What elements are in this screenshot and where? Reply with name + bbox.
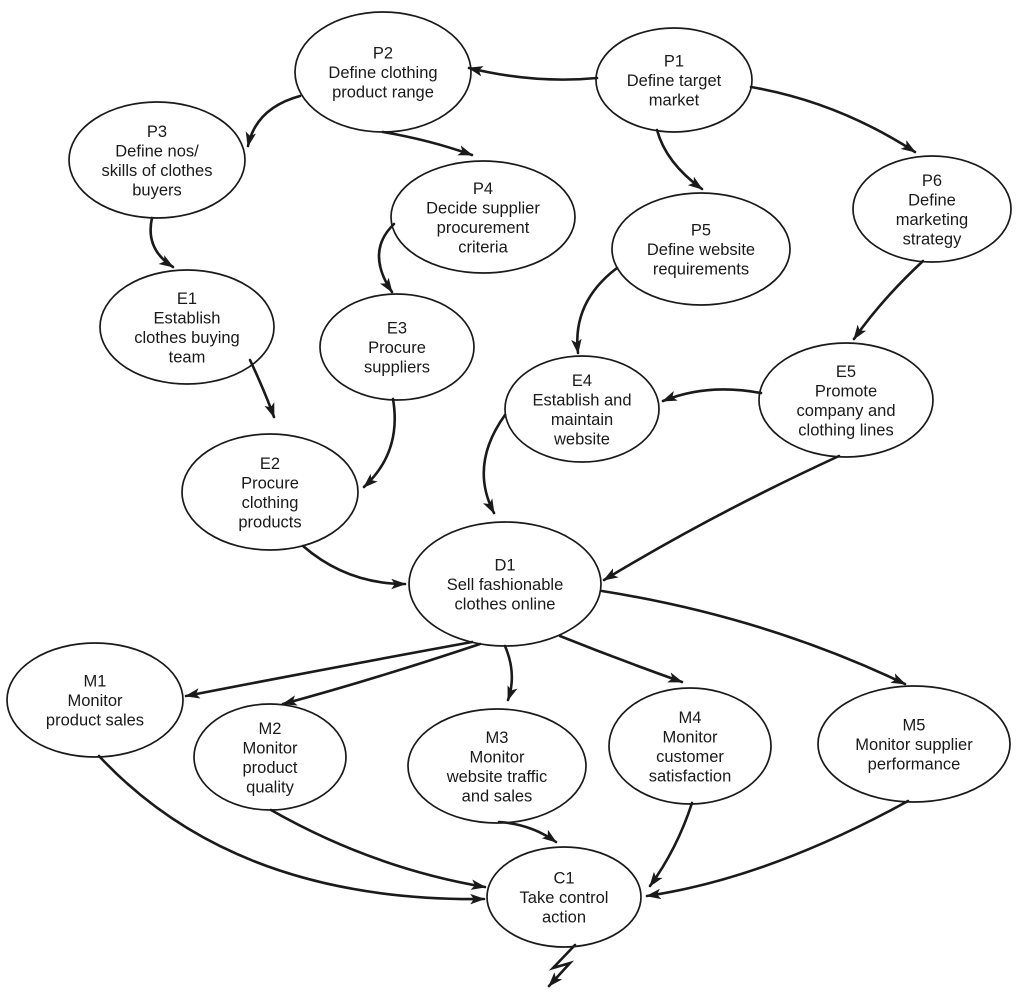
edge-E5-to-E4 (661, 388, 763, 403)
node-M3-ellipse (407, 708, 587, 824)
edge-D1-to-M1 (184, 640, 474, 699)
edge-P1-to-P6 (749, 85, 917, 154)
node-P3-ellipse (68, 101, 246, 219)
node-M1-ellipse (6, 642, 184, 758)
node-E1-ellipse (99, 269, 275, 385)
node-E5-ellipse (758, 342, 934, 458)
edge-M2-to-C1 (269, 808, 487, 890)
edge-E5-to-D1 (602, 454, 841, 582)
edge-D1-to-M3 (503, 644, 518, 702)
edge-E1-to-E2 (248, 358, 276, 419)
node-P6-ellipse (852, 155, 1012, 263)
edge-E2-to-D1 (301, 544, 407, 590)
edge-P2-to-P3 (245, 94, 302, 148)
node-M4-ellipse (608, 687, 772, 805)
edge-P3-to-E1 (149, 216, 175, 269)
edge-D1-to-M4 (558, 634, 684, 684)
edge-E4-to-D1 (482, 413, 507, 515)
node-P4-ellipse (390, 160, 576, 274)
node-M5-ellipse (817, 685, 1011, 803)
lightning-output-arrow (547, 943, 577, 988)
edge-P1-to-P5 (655, 128, 704, 191)
edge-P2-to-P4 (381, 130, 474, 157)
edge-M3-to-C1 (497, 820, 558, 844)
node-E4-ellipse (504, 355, 660, 463)
edge-P6-to-E5 (852, 259, 925, 341)
edges-layer (97, 66, 925, 988)
node-E2-ellipse (181, 433, 359, 551)
edge-M4-to-C1 (648, 801, 694, 888)
edge-D1-to-M2 (281, 642, 482, 706)
edge-D1-to-M5 (600, 589, 907, 686)
node-P1-ellipse (595, 27, 753, 133)
edge-M1-to-C1 (97, 754, 486, 905)
edge-E3-to-E2 (362, 397, 397, 489)
edge-P1-to-P2 (467, 66, 599, 81)
edge-P4-to-E3 (377, 222, 396, 294)
edge-M5-to-C1 (645, 799, 910, 900)
node-E3-ellipse (319, 293, 475, 401)
edge-P5-to-E4 (571, 266, 619, 355)
node-C1-ellipse (486, 846, 642, 948)
node-P5-ellipse (611, 192, 791, 306)
